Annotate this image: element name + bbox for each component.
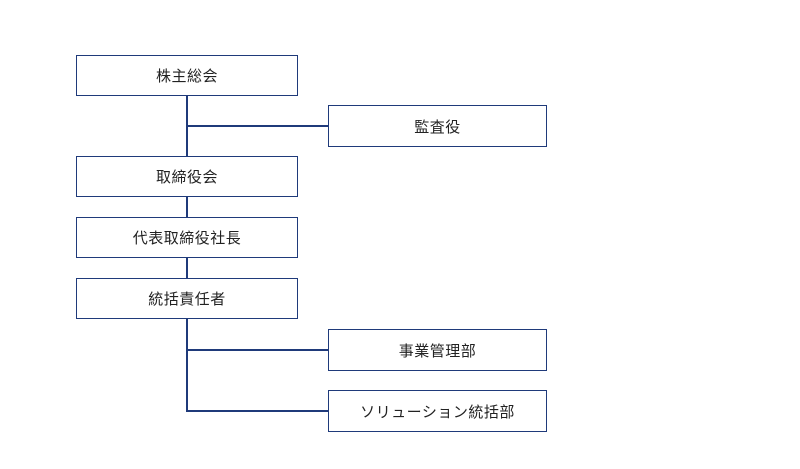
node-label: 株主総会	[155, 67, 218, 85]
connector-auditor-branch	[186, 125, 328, 127]
node-label: 統括責任者	[148, 290, 226, 308]
connector-board-to-president	[186, 196, 188, 217]
node-label: 取締役会	[155, 168, 218, 186]
node-label: ソリューション統括部	[360, 402, 515, 421]
node-representative-director: 代表取締役社長	[76, 217, 298, 258]
connector-business-branch	[186, 349, 328, 351]
node-auditor: 監査役	[328, 105, 547, 147]
node-label: 事業管理部	[398, 341, 477, 360]
node-label: 代表取締役社長	[132, 229, 242, 247]
connector-solution-branch	[186, 410, 328, 412]
connector-president-to-manager	[186, 257, 188, 278]
node-shareholders-meeting: 株主総会	[76, 55, 298, 96]
node-board-of-directors: 取締役会	[76, 156, 298, 197]
node-solution-dept: ソリューション統括部	[328, 390, 547, 432]
node-general-manager: 統括責任者	[76, 278, 298, 319]
node-business-management-dept: 事業管理部	[328, 329, 547, 371]
node-label: 監査役	[414, 117, 461, 136]
connector-trunk-bottom	[186, 318, 188, 411]
